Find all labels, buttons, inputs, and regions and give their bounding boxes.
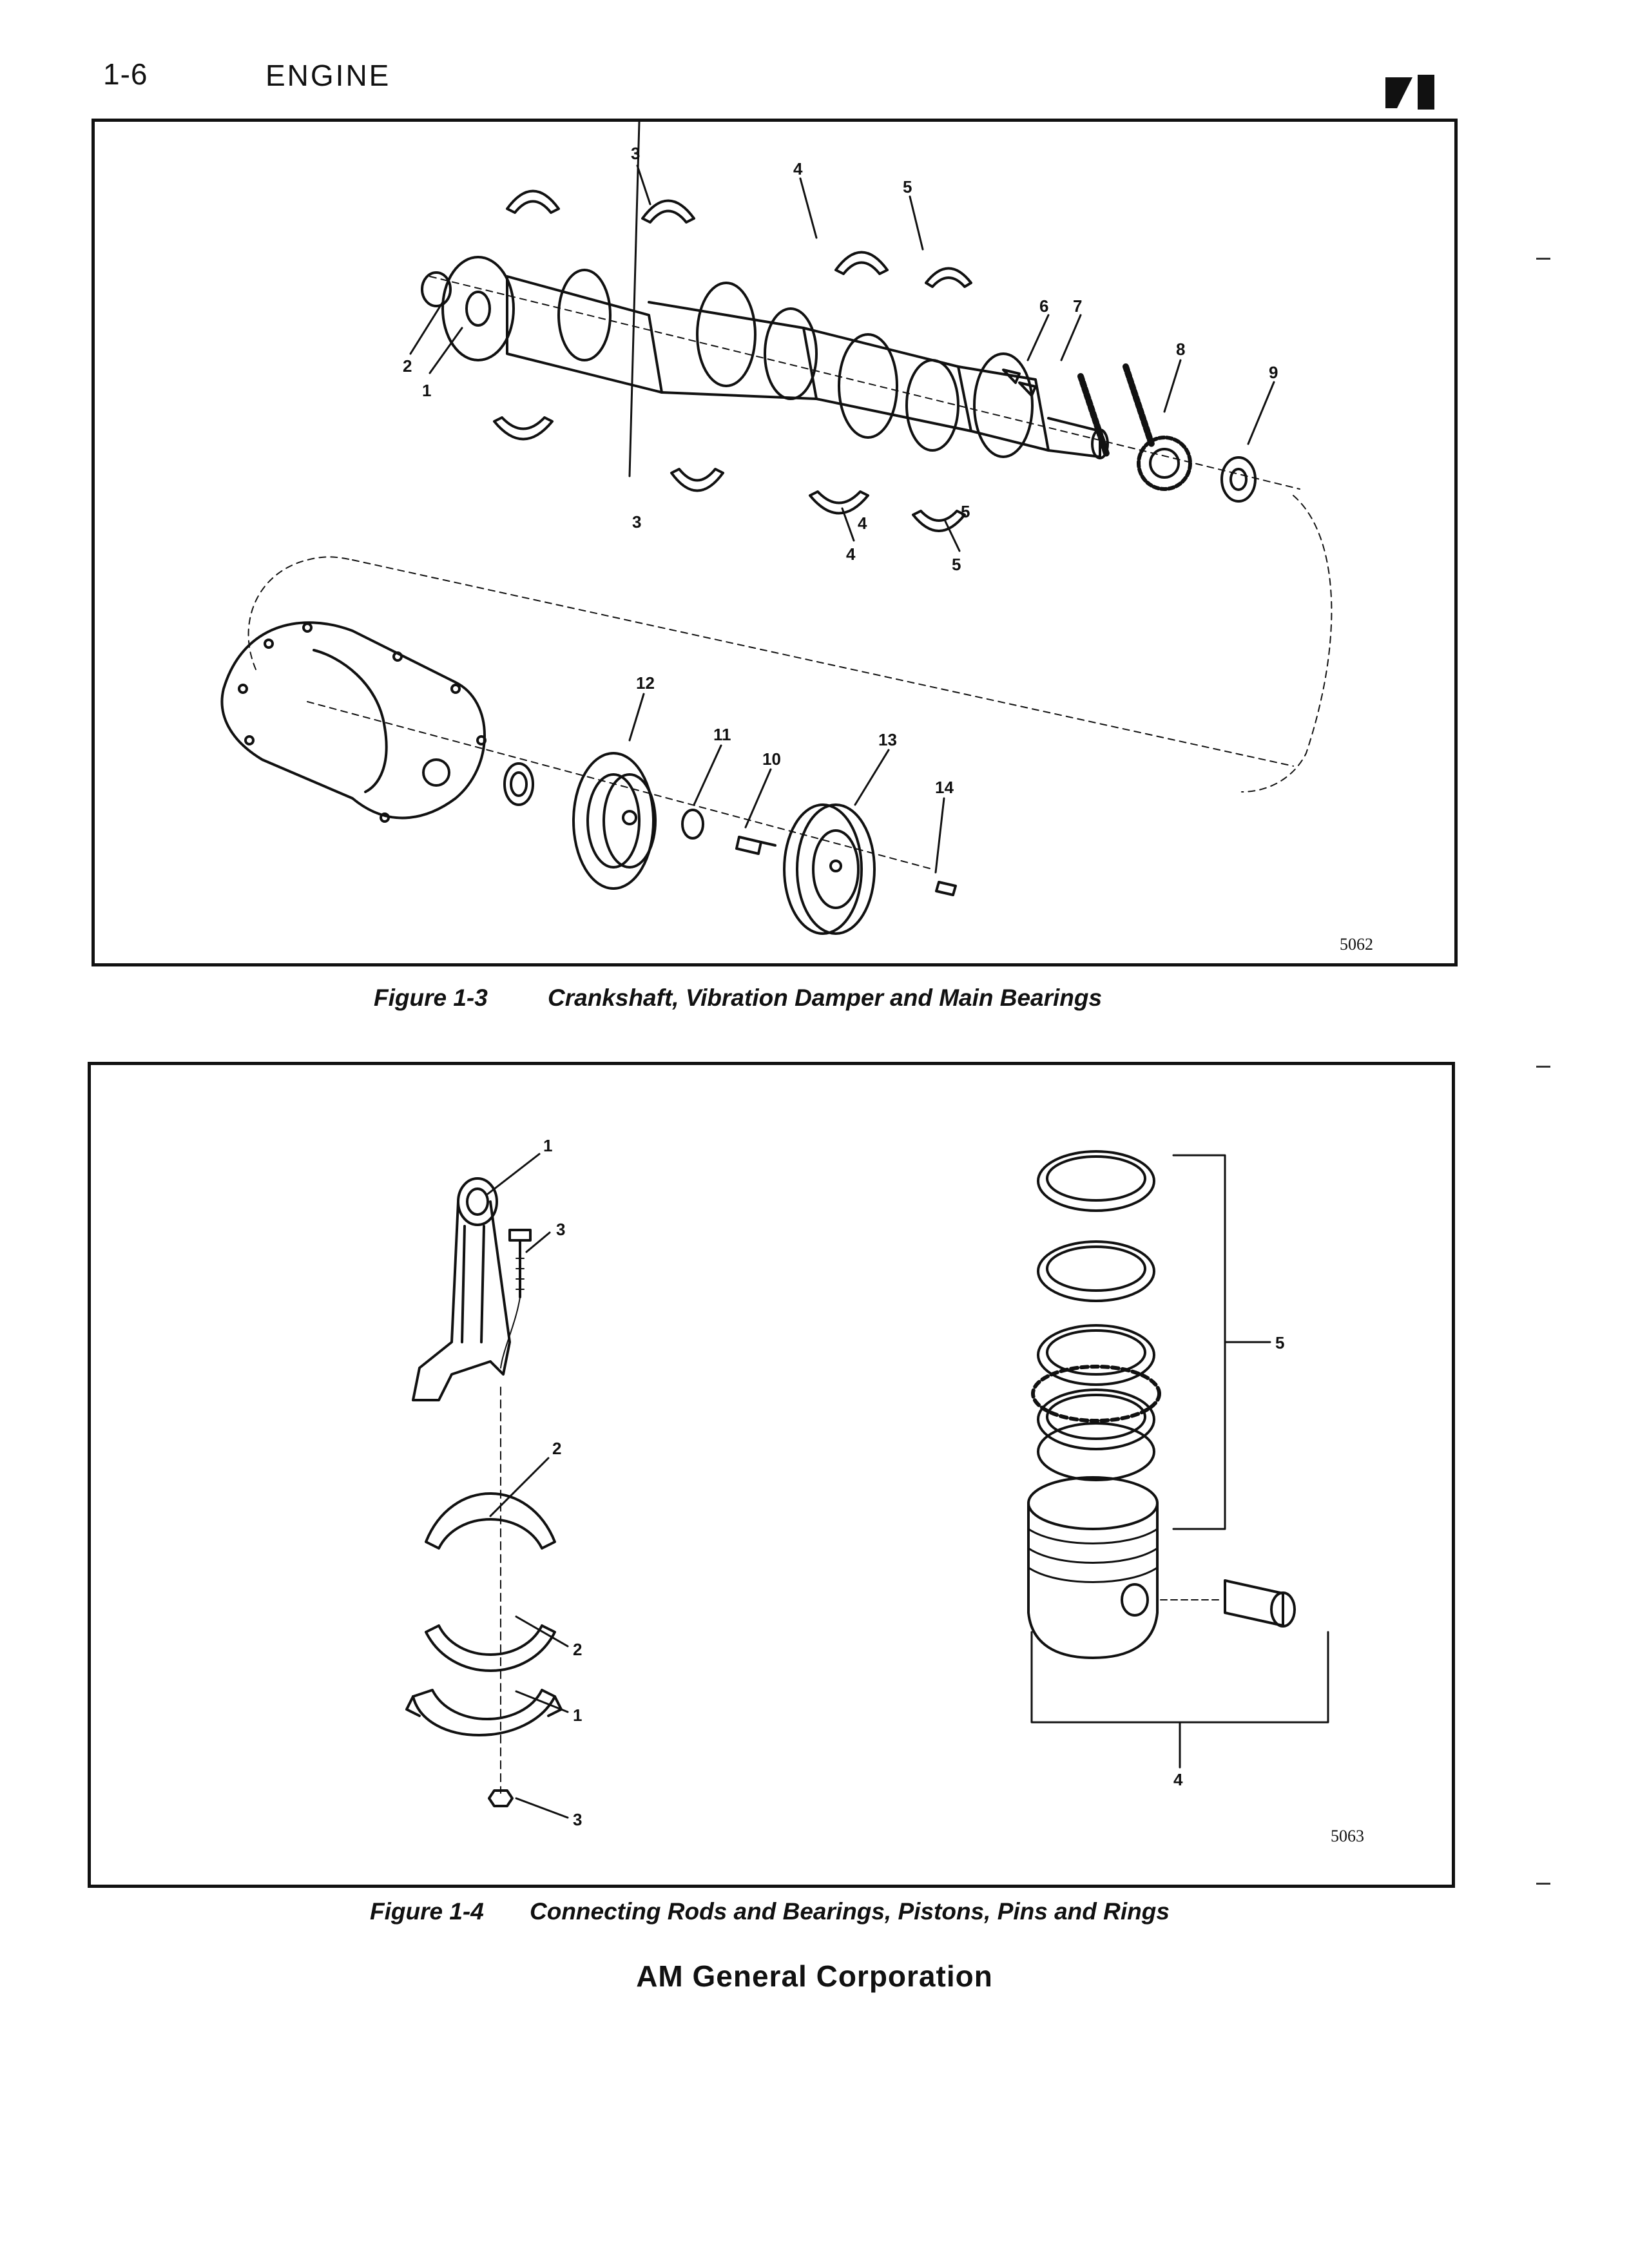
callout-3-top: 3 — [631, 144, 640, 163]
callout-9: 9 — [1269, 363, 1278, 382]
upper-bearing-shell — [506, 189, 560, 214]
callout-14: 14 — [935, 778, 954, 797]
callout-3-bottom: 3 — [632, 512, 641, 532]
crankshaft-pulley — [783, 803, 876, 935]
rod-bearing-lower — [425, 1624, 556, 1672]
margin-mark — [1536, 1066, 1550, 1068]
callout-5-bottom: 5 — [952, 555, 961, 574]
callout-2-top: 2 — [552, 1439, 561, 1458]
callout-4-bottom: 4 — [858, 514, 867, 533]
callout-12: 12 — [636, 673, 655, 693]
callout-4: 4 — [1173, 1770, 1183, 1789]
callout-11: 11 — [713, 725, 731, 744]
callout-1-bottom: 1 — [573, 1706, 582, 1725]
callout-5-extra: 5 — [961, 502, 970, 521]
figure-1-3-frame: 3 4 5 6 7 8 9 2 1 3 4 4 5 5 12 11 10 13 … — [92, 119, 1458, 966]
margin-mark — [1536, 258, 1550, 260]
figure-1-3-callouts: 3 4 5 6 7 8 9 2 1 3 4 4 5 5 12 11 10 13 … — [403, 144, 1278, 797]
piston-pin — [1224, 1579, 1296, 1628]
callout-4-mid: 4 — [846, 544, 856, 564]
connecting-rod-piston-illustration — [405, 1150, 1329, 1819]
connecting-rod — [412, 1177, 511, 1401]
callout-1-top: 1 — [543, 1136, 552, 1155]
pilot-bushing — [421, 271, 452, 307]
footer-company: AM General Corporation — [636, 1959, 993, 1993]
callout-3-top: 3 — [556, 1220, 565, 1239]
figure-1-3-caption: Crankshaft, Vibration Damper and Main Be… — [548, 985, 1103, 1011]
piston — [1027, 1476, 1219, 1659]
figure-1-3-number: Figure 1-3 — [374, 985, 488, 1011]
figure-1-4-frame: 1 3 2 2 1 3 4 5 5063 — [88, 1062, 1455, 1888]
callout-5: 5 — [1275, 1333, 1284, 1352]
callout-3-bottom: 3 — [573, 1810, 582, 1829]
callout-2: 2 — [403, 356, 412, 376]
callout-13: 13 — [878, 730, 897, 749]
callout-5-top: 5 — [903, 177, 912, 197]
figure-1-4-number: Figure 1-4 — [370, 1898, 484, 1925]
figure-1-4-caption: Connecting Rods and Bearings, Pistons, P… — [530, 1898, 1170, 1925]
callout-2-bottom: 2 — [573, 1640, 582, 1659]
crankshaft-illustration — [220, 122, 1333, 935]
callout-6: 6 — [1039, 296, 1048, 316]
callout-7: 7 — [1073, 296, 1082, 316]
piston-rings — [1031, 1150, 1161, 1481]
page-number: 1-6 — [103, 57, 148, 91]
figure-code: 5063 — [1331, 1827, 1364, 1845]
vibration-damper — [572, 752, 657, 890]
timing-cover — [220, 621, 487, 823]
figure-code: 5062 — [1340, 935, 1373, 954]
section-title: ENGINE — [265, 59, 391, 92]
am-general-logo — [1385, 75, 1434, 110]
figure-1-4-callouts: 1 3 2 2 1 3 4 5 — [543, 1136, 1284, 1829]
callout-1: 1 — [422, 381, 431, 400]
crankshaft — [441, 256, 1109, 459]
rod-bearing-upper — [425, 1492, 556, 1550]
callout-10: 10 — [762, 749, 781, 769]
callout-4-top: 4 — [793, 159, 803, 178]
margin-mark — [1536, 1883, 1550, 1885]
callout-8: 8 — [1176, 340, 1185, 359]
